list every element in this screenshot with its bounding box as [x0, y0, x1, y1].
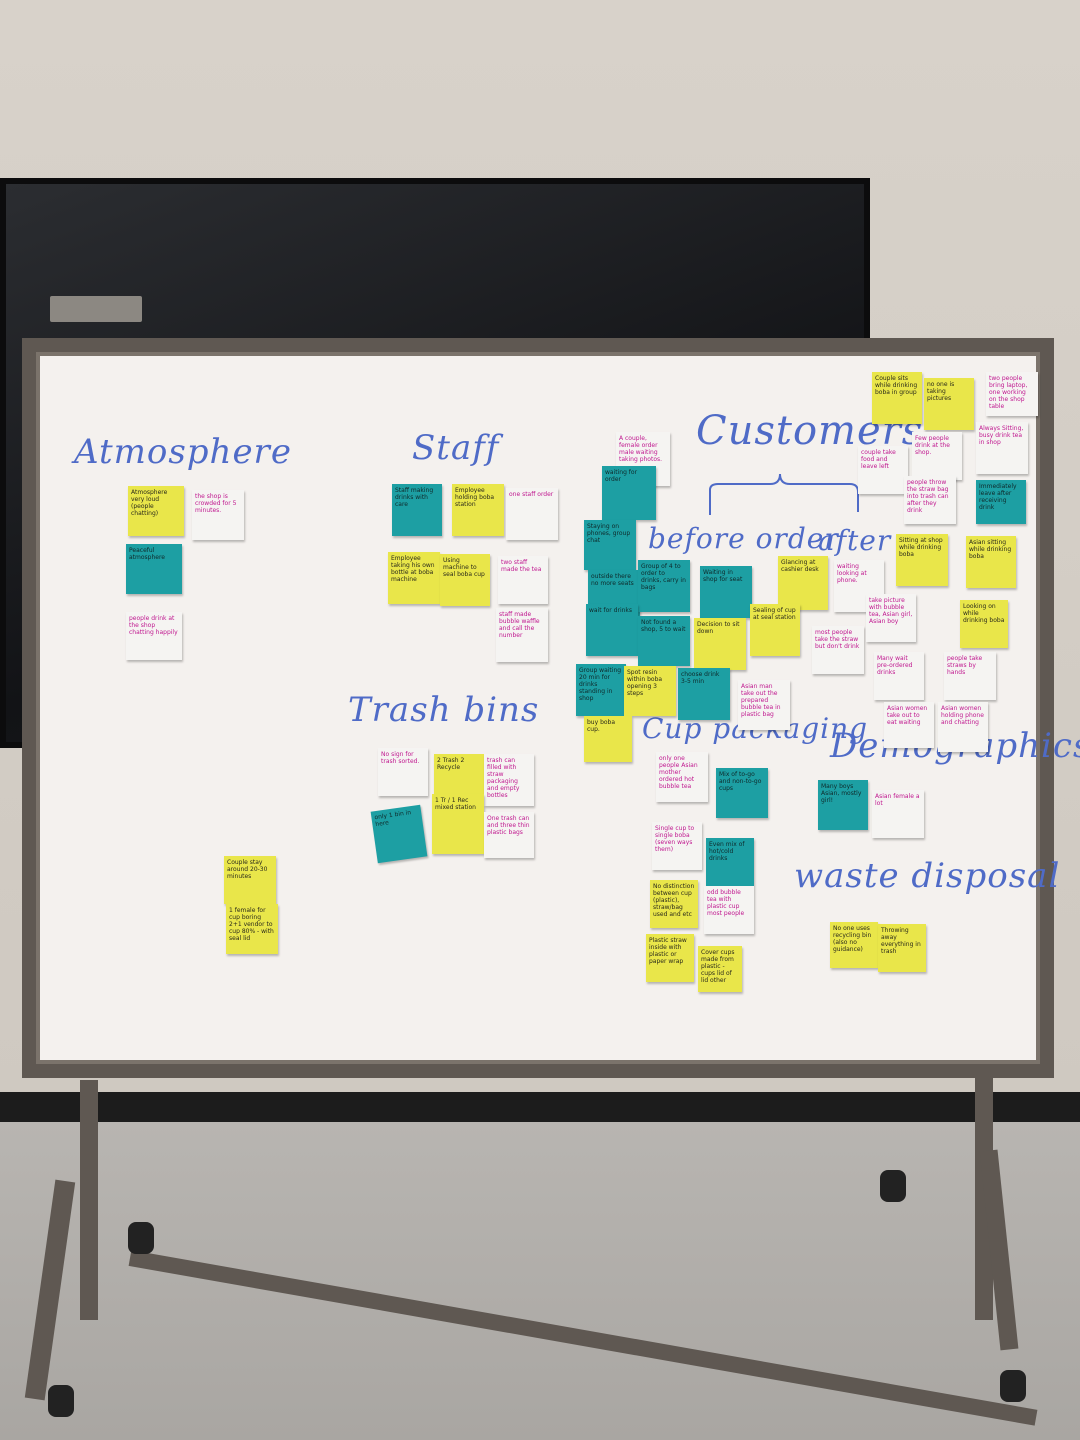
sticky-note: staff made bubble waffle and call the nu… [496, 608, 548, 662]
caster-wheel [880, 1170, 906, 1202]
sticky-note: Immediately leave after receiving drink [976, 480, 1026, 524]
heading-trash-bins: Trash bins [348, 690, 540, 730]
sticky-note: 2 Trash 2 Recycle [434, 754, 484, 794]
sticky-note: Throwing away everything in trash [878, 924, 926, 972]
sticky-note: Staff making drinks with care [392, 484, 442, 536]
sticky-note: No distinction between cup (plastic), st… [650, 880, 698, 928]
sticky-note: Few people drink at the shop. [912, 432, 962, 480]
sticky-note: Staying on phones, group chat [584, 520, 636, 570]
sticky-note: two staff made the tea [498, 556, 548, 604]
sticky-note: Always Sitting, busy drink tea in shop [976, 422, 1028, 474]
sticky-note: people take straws by hands [944, 652, 996, 700]
sticky-note: waiting looking at phone. [834, 560, 884, 612]
sticky-note: one staff order [506, 488, 558, 540]
sticky-note: Employee holding boba station [452, 484, 504, 536]
sticky-note: waiting for order [602, 466, 656, 520]
sticky-note: most people take the straw but don't dri… [812, 626, 864, 674]
sticky-note: couple take food and leave left [858, 446, 908, 494]
sticky-note: Single cup to single boba (seven ways th… [652, 822, 702, 870]
sticky-note: Glancing at cashier desk [778, 556, 828, 610]
sticky-note: odd bubble tea with plastic cup most peo… [704, 886, 754, 934]
sticky-note: no one is taking pictures [924, 378, 974, 430]
whiteboard-eraser [50, 296, 142, 322]
sticky-note: Asian women take out to eat waiting [884, 702, 934, 748]
sticky-note: Peaceful atmosphere [126, 544, 182, 594]
sticky-note: One trash can and three thin plastic bag… [484, 812, 534, 858]
sticky-note: Looking on while drinking boba [960, 600, 1008, 648]
sticky-note: Spot resin within boba opening 3 steps [624, 666, 676, 716]
sticky-note: 1 Tr / 1 Rec mixed station [432, 794, 484, 854]
sticky-note: choose drink 3-5 min [678, 668, 730, 720]
sticky-note: Using machine to seal boba cup [440, 554, 490, 606]
sticky-note: Many boys Asian, mostly girl! [818, 780, 868, 830]
sticky-note: Not found a shop, 5 to wait [638, 616, 690, 666]
heading-waste-disposal: waste disposal [794, 856, 1061, 896]
sticky-note: 1 female for cup boring 2+1 vendor to cu… [226, 904, 278, 954]
sticky-note: take picture with bubble tea, Asian girl… [866, 594, 916, 642]
sticky-note: only 1 bin in here [370, 804, 428, 864]
sticky-note: people throw the straw bag into trash ca… [904, 476, 956, 524]
baseboard [0, 1092, 1080, 1122]
sticky-note: Asian female a lot [872, 790, 924, 838]
sticky-note: the shop is crowded for 5 minutes. [192, 490, 244, 540]
sticky-note: Couple sits while drinking boba in group [872, 372, 922, 424]
heading-after: after [818, 524, 892, 557]
sticky-note: Waiting in shop for seat [700, 566, 752, 618]
sticky-note: people drink at the shop chatting happil… [126, 612, 182, 660]
sticky-note: only one people Asian mother ordered hot… [656, 752, 708, 802]
sticky-note: Group of 4 to order to drinks, carry in … [638, 560, 690, 612]
sticky-note: Asian women holding phone and chatting [938, 702, 988, 752]
sticky-note: Atmosphere very loud (people chatting) [128, 486, 184, 536]
sticky-note: Sealing of cup at seal station [750, 604, 800, 656]
sticky-note: Even mix of hot/cold drinks [706, 838, 754, 886]
stand-left-post [80, 1080, 98, 1320]
sticky-note: two people bring laptop, one working on … [986, 372, 1038, 416]
sticky-note: Asian man take out the prepared bubble t… [738, 680, 790, 730]
sticky-note: Decision to sit down [694, 618, 746, 670]
caster-wheel [1000, 1370, 1026, 1402]
sticky-note: Employee taking his own bottle at boba m… [388, 552, 440, 604]
sticky-note: No one uses recycling bin (also no guida… [830, 922, 878, 968]
sticky-note: wait for drinks [586, 604, 638, 656]
sticky-note: Asian sitting while drinking boba [966, 536, 1016, 588]
customers-brace [709, 473, 859, 515]
heading-atmosphere: Atmosphere [74, 432, 292, 472]
heading-staff: Staff [412, 428, 500, 468]
sticky-note: Plastic straw inside with plastic or pap… [646, 934, 694, 982]
sticky-note: Group waiting 20 min for drinks standing… [576, 664, 626, 716]
sticky-note: No sign for trash sorted. [378, 748, 428, 796]
sticky-note: Many wait pre-ordered drinks [874, 652, 924, 700]
caster-wheel [128, 1222, 154, 1254]
sticky-note: Sitting at shop while drinking boba [896, 534, 948, 586]
sticky-note: trash can filled with straw packaging an… [484, 754, 534, 806]
caster-wheel [48, 1385, 74, 1417]
sticky-note: Cover cups made from plastic - cups lid … [698, 946, 742, 992]
heading-before-order: before order [648, 522, 839, 555]
sticky-note: Couple stay around 20-30 minutes [224, 856, 276, 904]
sticky-note: Mix of to-go and non-to-go cups [716, 768, 768, 818]
sticky-note: buy boba cup. [584, 716, 632, 762]
